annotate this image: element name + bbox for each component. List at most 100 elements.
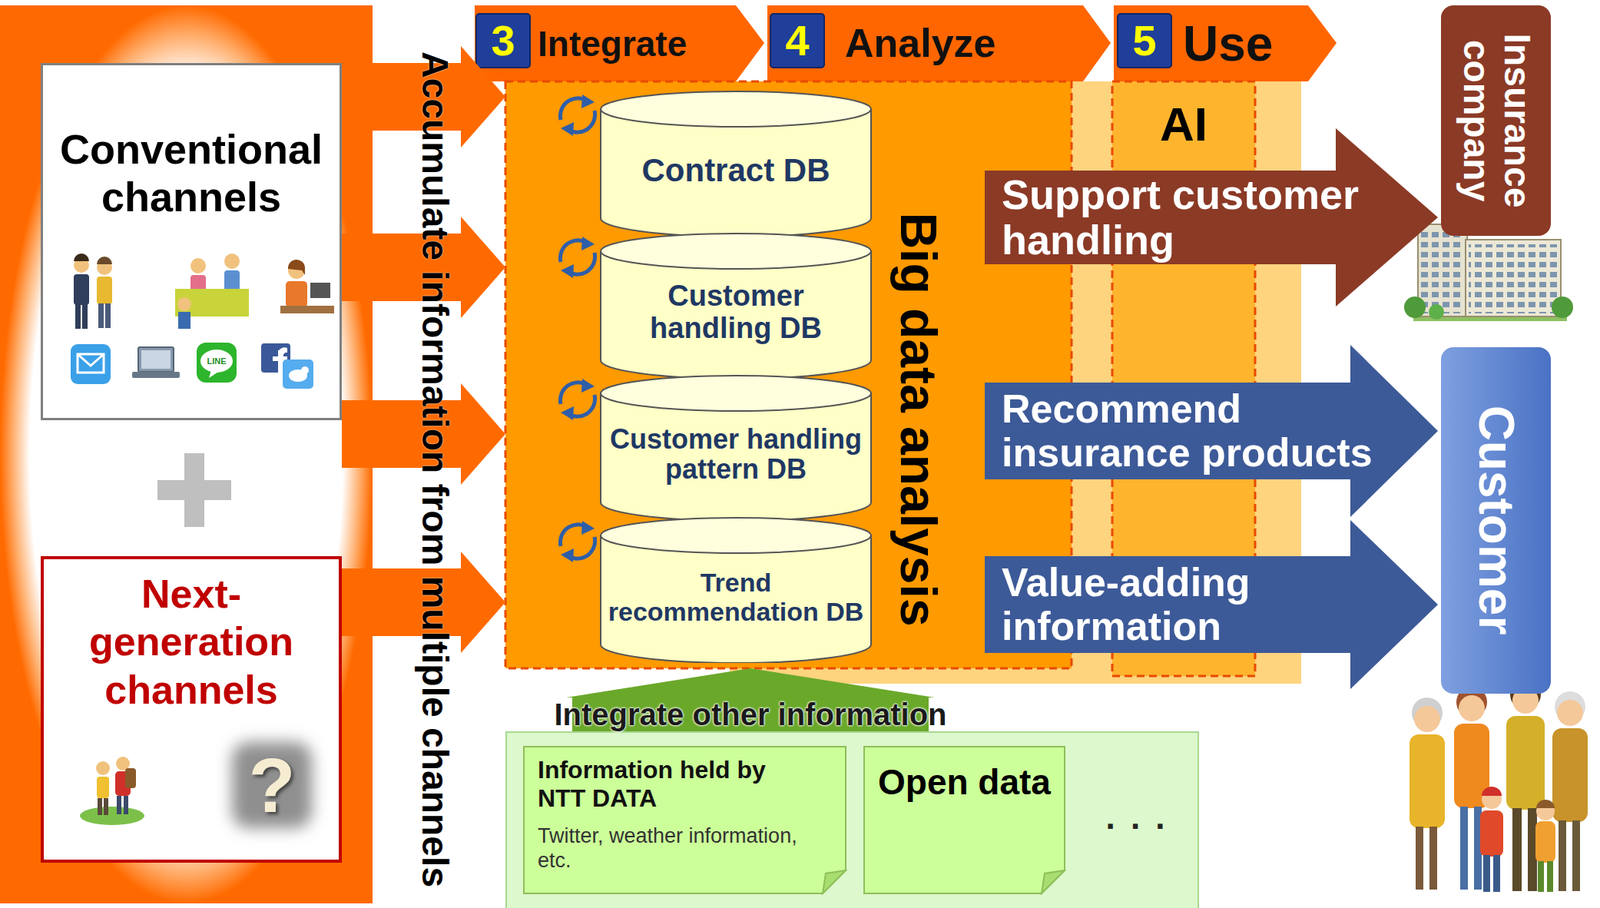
database-cylinder: Customer handling pattern DB	[599, 374, 873, 521]
family-illustration	[1493, 854, 1501, 892]
counter-icon	[224, 253, 240, 269]
note-body	[523, 746, 846, 894]
family-illustration	[1512, 808, 1522, 892]
cylinder-body	[600, 393, 872, 521]
desk-worker-icon	[280, 259, 335, 314]
refresh-icon	[559, 378, 595, 421]
family-illustration	[1483, 854, 1491, 892]
family-illustration	[1506, 715, 1545, 810]
step-arrows	[474, 5, 1337, 82]
node-text: Twitter, weather information, etc.	[537, 823, 817, 874]
laptop-icon	[132, 347, 180, 378]
database-cylinder: Customer handling DB	[599, 232, 873, 379]
node-text: Conventional channels	[43, 125, 340, 221]
mail-icon	[70, 344, 111, 385]
node-text: Next-generation channels	[56, 569, 327, 714]
social-icons	[301, 366, 309, 375]
hikers-icon	[79, 756, 145, 825]
business-people-icon	[96, 276, 113, 305]
flow-caption: Accumulate information from multiple cha…	[414, 51, 456, 888]
node-text: . . .	[1105, 798, 1168, 837]
cylinder-body	[600, 251, 872, 379]
analysis-region: Big data analysisContract DBCustomer han…	[505, 81, 1072, 669]
building-illustration	[1404, 224, 1574, 322]
line-app-icon	[208, 370, 220, 378]
family-illustration	[1415, 826, 1424, 890]
counter-icon	[175, 253, 249, 329]
mail-icon	[70, 344, 111, 385]
line-app-icon	[200, 349, 233, 373]
counter-icon	[177, 297, 192, 312]
arrow-label: Integrate other information	[553, 698, 947, 730]
social-icons	[261, 343, 314, 389]
business-people-icon	[73, 253, 113, 329]
building-illustration	[1428, 304, 1445, 320]
family-illustration	[1460, 806, 1468, 890]
step-title: Use	[1182, 16, 1273, 71]
step-title: Integrate	[537, 24, 687, 64]
family-illustration	[1572, 820, 1581, 892]
refresh-icon	[559, 520, 595, 563]
business-people-icon	[82, 304, 88, 329]
business-people-icon	[73, 253, 90, 262]
node-text: Open data	[877, 761, 1051, 803]
step-arrows	[770, 13, 825, 68]
channel-panel	[40, 62, 342, 421]
family-illustration	[1481, 786, 1502, 796]
building-illustration	[1421, 228, 1465, 314]
laptop-icon	[132, 371, 180, 378]
logo-text: LINE	[206, 356, 226, 366]
family-illustration	[1536, 799, 1555, 809]
unknown-channel-mark	[231, 742, 312, 829]
database-cylinder: Trend recommendation DB	[599, 516, 873, 663]
family-illustration	[1409, 679, 1588, 892]
family-illustration	[1429, 826, 1438, 890]
line-app-icon	[196, 342, 237, 383]
business-people-icon	[73, 274, 90, 305]
node-text: Contract DB	[641, 152, 830, 189]
step-arrows	[476, 13, 531, 68]
channel-box: Next-generation channels	[40, 556, 342, 863]
channel-panel	[0, 5, 373, 904]
step-arrows	[474, 5, 765, 82]
node-text: Insurance company	[1455, 16, 1538, 225]
node-text: Customer	[1467, 405, 1525, 636]
refresh-icon	[559, 94, 595, 136]
desk-worker-icon	[285, 281, 308, 308]
cylinder-top	[600, 91, 872, 127]
cylinder-body	[600, 109, 872, 237]
cylinder-body	[600, 535, 872, 663]
family-illustration	[1409, 734, 1445, 829]
unknown-channel-mark	[231, 742, 312, 829]
note-card: Open data	[862, 745, 1067, 895]
counter-icon	[178, 311, 191, 329]
mail-icon	[77, 354, 104, 373]
step-number: 5	[1132, 16, 1157, 65]
target-box: Customer	[1440, 347, 1551, 694]
building-illustration	[1404, 296, 1426, 319]
business-people-icon	[96, 256, 113, 265]
desk-worker-icon	[310, 282, 331, 299]
hikers-icon	[116, 795, 122, 815]
family-illustration	[1480, 810, 1504, 857]
node-text: Customer handling DB	[603, 280, 868, 345]
business-people-icon	[105, 303, 111, 328]
node-text: Customer handling pattern DB	[603, 424, 868, 485]
arrow-label: Support customer handling	[1001, 172, 1371, 264]
node-text: Information held by NTT DATA	[537, 755, 817, 813]
node-text: AI	[1112, 98, 1256, 151]
cylinder-top	[600, 375, 872, 411]
step-title: Analyze	[844, 21, 997, 66]
laptop-icon	[138, 347, 174, 372]
hikers-icon	[96, 776, 110, 799]
building-illustration	[1468, 244, 1558, 314]
target-box: Insurance company	[1440, 5, 1551, 236]
channel-panel	[40, 556, 342, 863]
line-app-icon	[196, 342, 237, 383]
channel-box: Conventional channels	[40, 62, 342, 421]
family-illustration	[1552, 728, 1588, 822]
step-number: 4	[785, 16, 809, 65]
family-illustration	[1414, 705, 1441, 733]
desk-worker-icon	[280, 305, 335, 314]
family-illustration	[1546, 861, 1554, 892]
